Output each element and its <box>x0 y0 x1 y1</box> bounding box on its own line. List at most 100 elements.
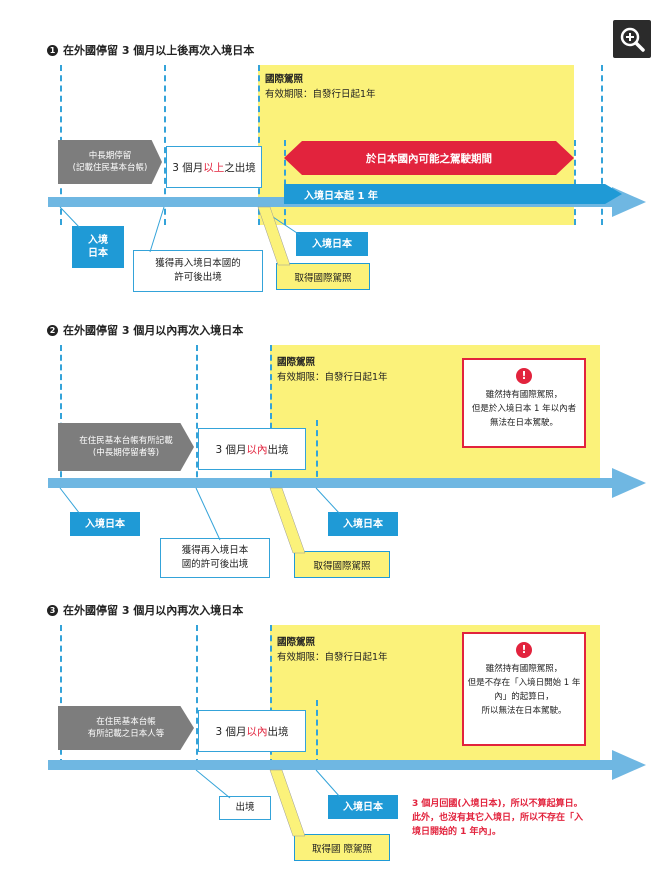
stay-type-line: 中長期停留 <box>88 151 132 161</box>
dashed-line <box>270 345 272 487</box>
license-obtained-box: 取得國際駕照 <box>276 263 370 290</box>
license-title: 國際駕照 <box>277 357 316 368</box>
license-validity: 有效期限：自發行日起1年 <box>265 89 376 100</box>
period-text: 3 個月 <box>215 725 247 738</box>
exclamation-icon: ! <box>516 642 532 658</box>
reentry-permit-box: 獲得再入境日本國的許可後出境 <box>133 250 263 292</box>
one-year-bar: 入境日本起 1 年 <box>284 184 622 204</box>
license-info: 國際駕照 有效期限：自發行日起1年 <box>265 72 376 102</box>
timeline-arrow-icon <box>612 750 646 780</box>
entry-label: 入境日本 <box>343 801 383 813</box>
license-obtained-label: 取得國際駕照 <box>294 272 352 284</box>
timeline-axis <box>48 478 618 488</box>
license-obtained-box: 取得國際駕照 <box>294 551 390 578</box>
period-emphasis: 以上 <box>203 161 225 174</box>
period-text: 出境 <box>267 443 289 456</box>
stay-type-box: 在住民基本台帳有所記載 (中長期停留者等) <box>58 423 194 471</box>
exclamation-icon: ! <box>516 368 532 384</box>
reentry-permit-box: 獲得再入境日本國的許可後出境 <box>160 538 270 578</box>
stay-type-line: 在住民基本台帳 <box>96 717 156 727</box>
warning-line: 所以無法在日本駕駛。 <box>481 706 567 716</box>
section-title-text: 在外國停留 3 個月以上後再次入境日本 <box>63 44 255 57</box>
license-info: 國際駕照 有效期限：自發行日起1年 <box>277 635 388 665</box>
entry-label: 入境日本 <box>312 238 352 250</box>
permit-line: 獲得再入境日本 <box>181 545 249 556</box>
period-text: 之出境 <box>224 161 256 174</box>
dashed-line <box>258 65 260 225</box>
license-obtained-box: 取得國 際駕照 <box>294 834 390 861</box>
permit-line: 國的許可後出境 <box>181 559 249 570</box>
entry-japan-box-2: 入境日本 <box>328 795 398 819</box>
warning-line: 雖然持有國際駕照， <box>485 390 563 400</box>
warning-line: 但是不存在「入境日開始 1 年 <box>467 678 581 688</box>
dashed-line <box>574 140 576 225</box>
dashed-line <box>316 700 318 765</box>
warning-box: ! 雖然持有國際駕照， 但是不存在「入境日開始 1 年 內」的起算日， 所以無法… <box>462 632 586 746</box>
dashed-line <box>60 345 62 487</box>
warning-line: 雖然持有國際駕照， <box>485 664 563 674</box>
entry-line: 入境 <box>88 235 108 246</box>
stay-type-line: 在住民基本台帳有所記載 <box>79 436 173 446</box>
dashed-line <box>284 140 286 225</box>
period-box: 3 個月以內出境 <box>198 710 306 752</box>
exit-label: 出境 <box>235 802 255 813</box>
stay-type-line: 有所記載之日本人等 <box>87 729 165 739</box>
period-emphasis: 以內 <box>246 725 268 738</box>
driving-period-bar: 於日本國內可能之駕駛期間 <box>284 141 574 175</box>
warning-line: 無法在日本駕駛。 <box>489 418 558 428</box>
timeline-arrow-icon <box>612 468 646 498</box>
exit-box: 出境 <box>219 796 271 820</box>
section-1-title: 1 在外國停留 3 個月以上後再次入境日本 <box>47 42 254 58</box>
driving-period-label: 於日本國內可能之駕駛期間 <box>366 152 492 165</box>
period-box: 3 個月以上之出境 <box>166 146 262 188</box>
entry-label: 入境日本 <box>343 518 383 530</box>
section-3-title: 3 在外國停留 3 個月以內再次入境日本 <box>47 602 243 618</box>
stay-type-box: 中長期停留 (記載住民基本台帳) <box>58 140 162 184</box>
explanation-note: 3 個月回國(入境日本)，所以不算起算日。 此外，也沒有其它入境日，所以不存在「… <box>412 797 632 839</box>
dashed-line <box>196 345 198 487</box>
section-title-text: 在外國停留 3 個月以內再次入境日本 <box>63 324 244 337</box>
permit-line: 許可後出境 <box>174 272 222 283</box>
dashed-line <box>60 625 62 765</box>
license-info: 國際駕照 有效期限：自發行日起1年 <box>277 355 388 385</box>
period-box: 3 個月以內出境 <box>198 428 306 470</box>
dashed-line <box>601 65 603 225</box>
note-line: 境日開始的 1 年內」。 <box>412 827 502 837</box>
license-title: 國際駕照 <box>277 637 316 648</box>
period-text: 3 個月 <box>172 161 204 174</box>
section-number: 3 <box>47 604 58 616</box>
period-text: 出境 <box>267 725 289 738</box>
note-line: 3 個月回國(入境日本)，所以不算起算日。 <box>412 799 583 809</box>
section-number: 2 <box>47 324 58 336</box>
section-number: 1 <box>47 44 58 56</box>
warning-line: 但是於入境日本 1 年以內者 <box>471 404 577 414</box>
license-obtained-label: 取得國 際駕照 <box>311 843 373 855</box>
warning-line: 內」的起算日， <box>494 692 554 702</box>
period-emphasis: 以內 <box>246 443 268 456</box>
one-year-label: 入境日本起 1 年 <box>304 190 378 202</box>
entry-line: 日本 <box>88 248 108 259</box>
entry-japan-box-2: 入境日本 <box>328 512 398 536</box>
permit-line: 獲得再入境日本國的 <box>155 258 241 269</box>
arrow-right-icon <box>556 141 574 175</box>
period-text: 3 個月 <box>215 443 247 456</box>
dashed-line <box>316 420 318 487</box>
entry-japan-box-2: 入境日本 <box>296 232 368 256</box>
timeline-axis <box>48 760 618 770</box>
stay-type-line: (記載住民基本台帳) <box>72 163 148 173</box>
zoom-button[interactable] <box>613 20 651 58</box>
dashed-line <box>270 625 272 765</box>
license-title: 國際駕照 <box>265 74 304 85</box>
stay-type-box: 在住民基本台帳有所記載之日本人等 <box>58 706 194 750</box>
license-validity: 有效期限：自發行日起1年 <box>277 372 388 383</box>
section-title-text: 在外國停留 3 個月以內再次入境日本 <box>63 604 244 617</box>
dashed-line <box>164 65 166 225</box>
entry-japan-box: 入境日本 <box>72 226 124 268</box>
arrow-left-icon <box>284 141 302 175</box>
stay-type-line: (中長期停留者等) <box>92 448 160 458</box>
warning-box: ! 雖然持有國際駕照， 但是於入境日本 1 年以內者 無法在日本駕駛。 <box>462 358 586 448</box>
entry-label: 入境日本 <box>85 518 125 530</box>
dashed-line <box>196 625 198 765</box>
license-obtained-label: 取得國際駕照 <box>313 560 371 572</box>
